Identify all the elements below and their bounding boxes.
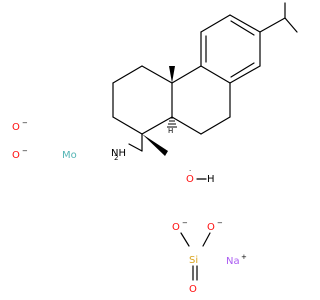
silicate-charge-left: − bbox=[182, 219, 188, 227]
bond bbox=[229, 14, 261, 33]
bond bbox=[141, 116, 173, 135]
amine-group: NH 2 bbox=[111, 148, 126, 162]
skeletal-bonds bbox=[112, 2, 298, 156]
amine-subscript: 2 bbox=[114, 154, 118, 162]
silicate-oxygen-bottom: O bbox=[189, 284, 197, 295]
bond bbox=[230, 20, 255, 36]
hydroxide-dot: · bbox=[189, 167, 191, 175]
silicate-charge-right: − bbox=[217, 219, 223, 227]
bond bbox=[180, 232, 190, 247]
chemical-structure: NH 2 H O − O − Mo · O H O − O − Si O Na … bbox=[12, 2, 298, 295]
oxide-1-symbol: O bbox=[12, 122, 20, 133]
bond bbox=[230, 62, 255, 78]
bond bbox=[128, 143, 143, 152]
bond bbox=[200, 14, 231, 33]
bond bbox=[112, 116, 143, 135]
bond bbox=[202, 232, 211, 247]
bond bbox=[200, 65, 231, 84]
sodium-symbol: Na bbox=[226, 256, 240, 267]
amine-label: NH bbox=[111, 148, 126, 159]
oxide-ion-2: O − bbox=[12, 147, 28, 161]
bond bbox=[229, 65, 261, 84]
oxide-1-charge: − bbox=[22, 119, 28, 127]
sodium-charge: + bbox=[241, 253, 247, 261]
bond bbox=[141, 65, 173, 84]
silicon-symbol: Si bbox=[189, 255, 198, 266]
oxide-ion-1: O − bbox=[12, 119, 28, 133]
oxide-2-symbol: O bbox=[12, 150, 20, 161]
bond bbox=[112, 65, 143, 84]
silicate-oxygen-right: O bbox=[207, 222, 215, 233]
bond bbox=[171, 65, 202, 84]
hydroxide-hydrogen: H bbox=[207, 174, 215, 185]
wedge-bond bbox=[142, 134, 168, 156]
sodium-ion: Na + bbox=[226, 253, 247, 267]
hydroxide-oxygen: O bbox=[186, 174, 194, 185]
hashed-bond bbox=[167, 117, 177, 128]
oxide-2-charge: − bbox=[22, 147, 28, 155]
silicate-ion: O − O − Si O bbox=[172, 219, 223, 295]
bond bbox=[200, 116, 231, 135]
stereo-h-label: H bbox=[168, 127, 173, 135]
molybdenum-symbol: Mo bbox=[62, 150, 77, 161]
bond bbox=[259, 17, 286, 33]
hydroxide-ion: · O H bbox=[186, 167, 215, 185]
bond bbox=[284, 17, 298, 33]
bond bbox=[171, 116, 202, 135]
wedge-bond bbox=[169, 66, 175, 83]
silicate-oxygen-left: O bbox=[172, 222, 180, 233]
